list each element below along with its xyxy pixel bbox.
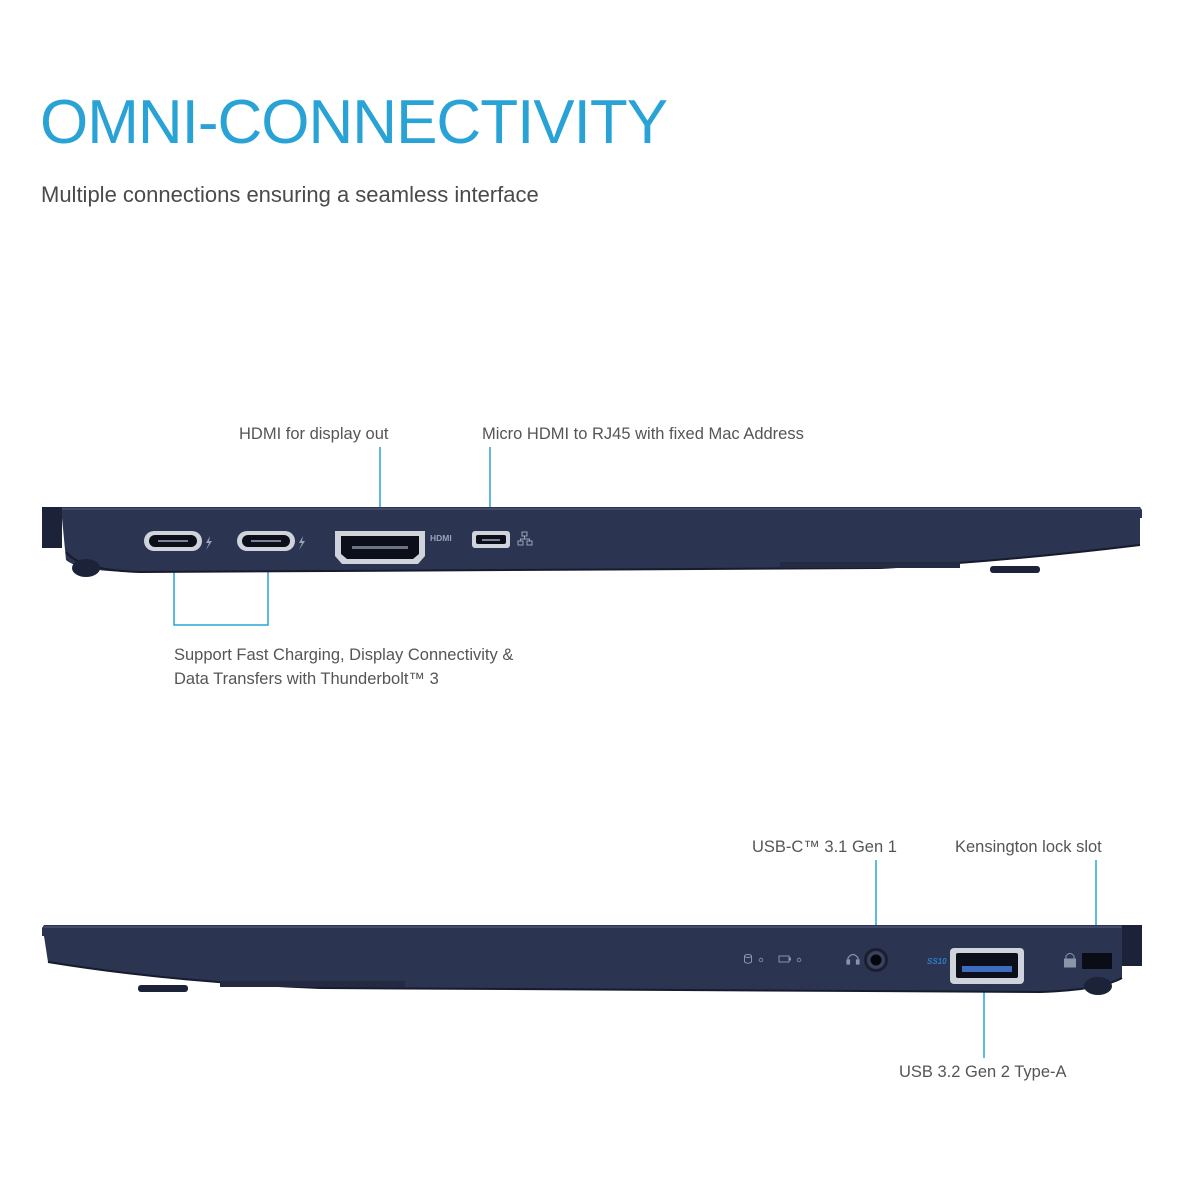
callout-kensington: Kensington lock slot [955,838,1102,856]
ethernet-icon [517,531,533,546]
audio-jack[interactable] [864,948,888,972]
callout-hdmi: HDMI for display out [239,425,389,443]
page-title: OMNI-CONNECTIVITY [40,88,668,157]
thunderbolt-icon [206,536,212,550]
laptop-hinge [1122,925,1142,966]
callout-thunderbolt-line-1: Support Fast Charging, Display Connectiv… [174,646,514,664]
laptop-right-side-view: SS10 [42,860,1142,1058]
drive-activity-icon [744,954,752,964]
callout-usb-c: USB-C™ 3.1 Gen 1 [752,838,897,856]
kensington-lock-slot[interactable] [1082,953,1112,969]
callout-thunderbolt-line-2: Data Transfers with Thunderbolt™ 3 [174,670,439,688]
laptop-base [62,518,1140,572]
vent-grille [220,981,405,987]
battery-icon [778,955,791,963]
callout-usb-a: USB 3.2 Gen 2 Type-A [899,1063,1067,1081]
micro-hdmi-port[interactable] [472,531,510,548]
laptop-left-side-view: HDMI [42,447,1142,626]
thunderbolt-icon [299,536,305,550]
superspeed-label: SS10 [927,957,947,966]
rubber-foot [1084,977,1112,995]
hdmi-port[interactable] [335,531,425,564]
headset-icon [846,953,860,965]
hdmi-port-label: HDMI [430,533,452,543]
callout-micro-hdmi: Micro HDMI to RJ45 with fixed Mac Addres… [482,425,804,443]
thunderbolt-port-1[interactable] [144,531,202,551]
status-led [758,957,764,963]
leader-line-thunderbolt [173,548,269,626]
laptop-lid [42,925,1122,936]
laptop-lid [42,507,1142,518]
lock-icon [1064,953,1076,968]
rubber-foot [138,985,188,992]
status-led [796,957,802,963]
page-subtitle: Multiple connections ensuring a seamless… [41,182,539,207]
usb-a-port[interactable] [950,948,1024,984]
vent-grille [780,562,960,568]
rubber-foot [72,559,100,577]
rubber-foot [990,566,1040,573]
thunderbolt-port-2[interactable] [237,531,295,551]
laptop-hinge [42,507,62,548]
laptop-base [44,936,1122,992]
